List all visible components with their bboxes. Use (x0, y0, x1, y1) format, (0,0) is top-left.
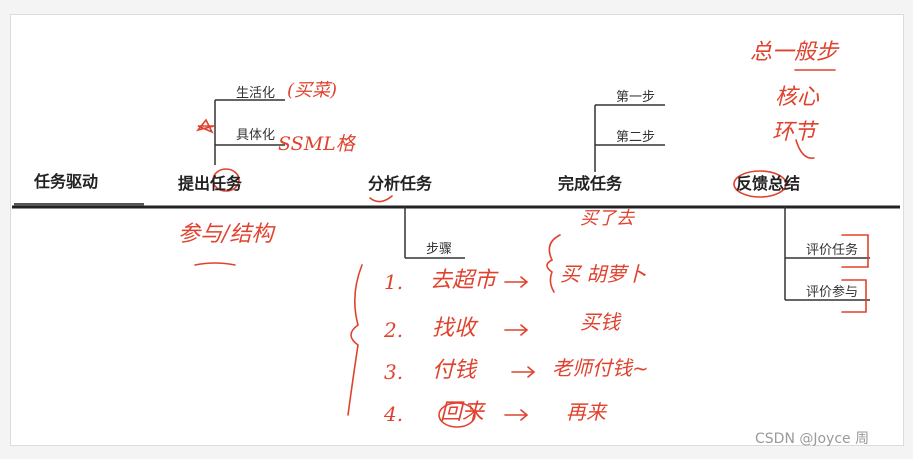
branch-steps: 步骤 (426, 242, 453, 257)
box-eval-task (841, 234, 869, 268)
list-num-4: 4. (384, 402, 404, 426)
list-action-3: 付钱 (432, 358, 477, 383)
underline-analyze (369, 195, 393, 203)
circle-chu (212, 168, 240, 192)
list-result-1: 买 胡萝卜 (560, 262, 647, 286)
note-below-complete: 买了去 (580, 208, 634, 229)
branch-step-two: 第二步 (616, 130, 656, 145)
list-num-1: 1. (384, 270, 404, 294)
list-num-3: 3. (384, 360, 404, 384)
note-below-propose: 参与/结构 (178, 222, 274, 247)
step-propose: 提出任务 (178, 174, 243, 193)
arrow-3 (511, 366, 536, 378)
branch-step-one: 第一步 (616, 90, 656, 105)
underline-propose (194, 262, 236, 266)
circle-complete-top (795, 139, 815, 159)
curly-brace-left (347, 264, 363, 416)
circle-feedback (733, 170, 787, 198)
star-mark (195, 118, 215, 134)
list-action-1: 去超市 (430, 268, 497, 293)
arrow-2 (504, 324, 529, 336)
note-top-right-1: 总一般步 (750, 40, 839, 65)
root-label: 任务驱动 (34, 172, 99, 191)
branch-life: 生活化 (236, 86, 276, 101)
diagram-panel (10, 14, 904, 446)
branch-eval-join: 评价参与 (806, 285, 859, 300)
list-action-4: 回来 (440, 400, 485, 425)
root-label-underline (14, 203, 144, 206)
note-top-right-3: 环节 (772, 120, 817, 145)
list-result-3: 老师付钱~ (552, 356, 649, 380)
circle-return (438, 402, 476, 428)
note-ssml: SSML格 (278, 133, 355, 155)
branch-concrete: 具体化 (236, 128, 276, 143)
branch-eval-task: 评价任务 (806, 243, 859, 258)
step-complete: 完成任务 (558, 174, 623, 193)
step-feedback: 反馈总结 (736, 174, 801, 193)
list-action-2: 找收 (432, 316, 477, 341)
watermark: CSDN @Joyce 周 (755, 431, 870, 447)
note-buy-food: (买菜) (287, 80, 338, 101)
list-num-2: 2. (384, 318, 404, 342)
list-result-4: 再来 (566, 400, 606, 424)
arrow-1 (504, 276, 529, 288)
list-result-2: 买钱 (580, 310, 620, 334)
step-analyze: 分析任务 (368, 174, 433, 193)
curly-brace-right (546, 234, 561, 293)
box-eval-join (841, 279, 867, 313)
note-top-right-2: 核心 (775, 85, 820, 110)
arrow-4 (504, 409, 529, 421)
